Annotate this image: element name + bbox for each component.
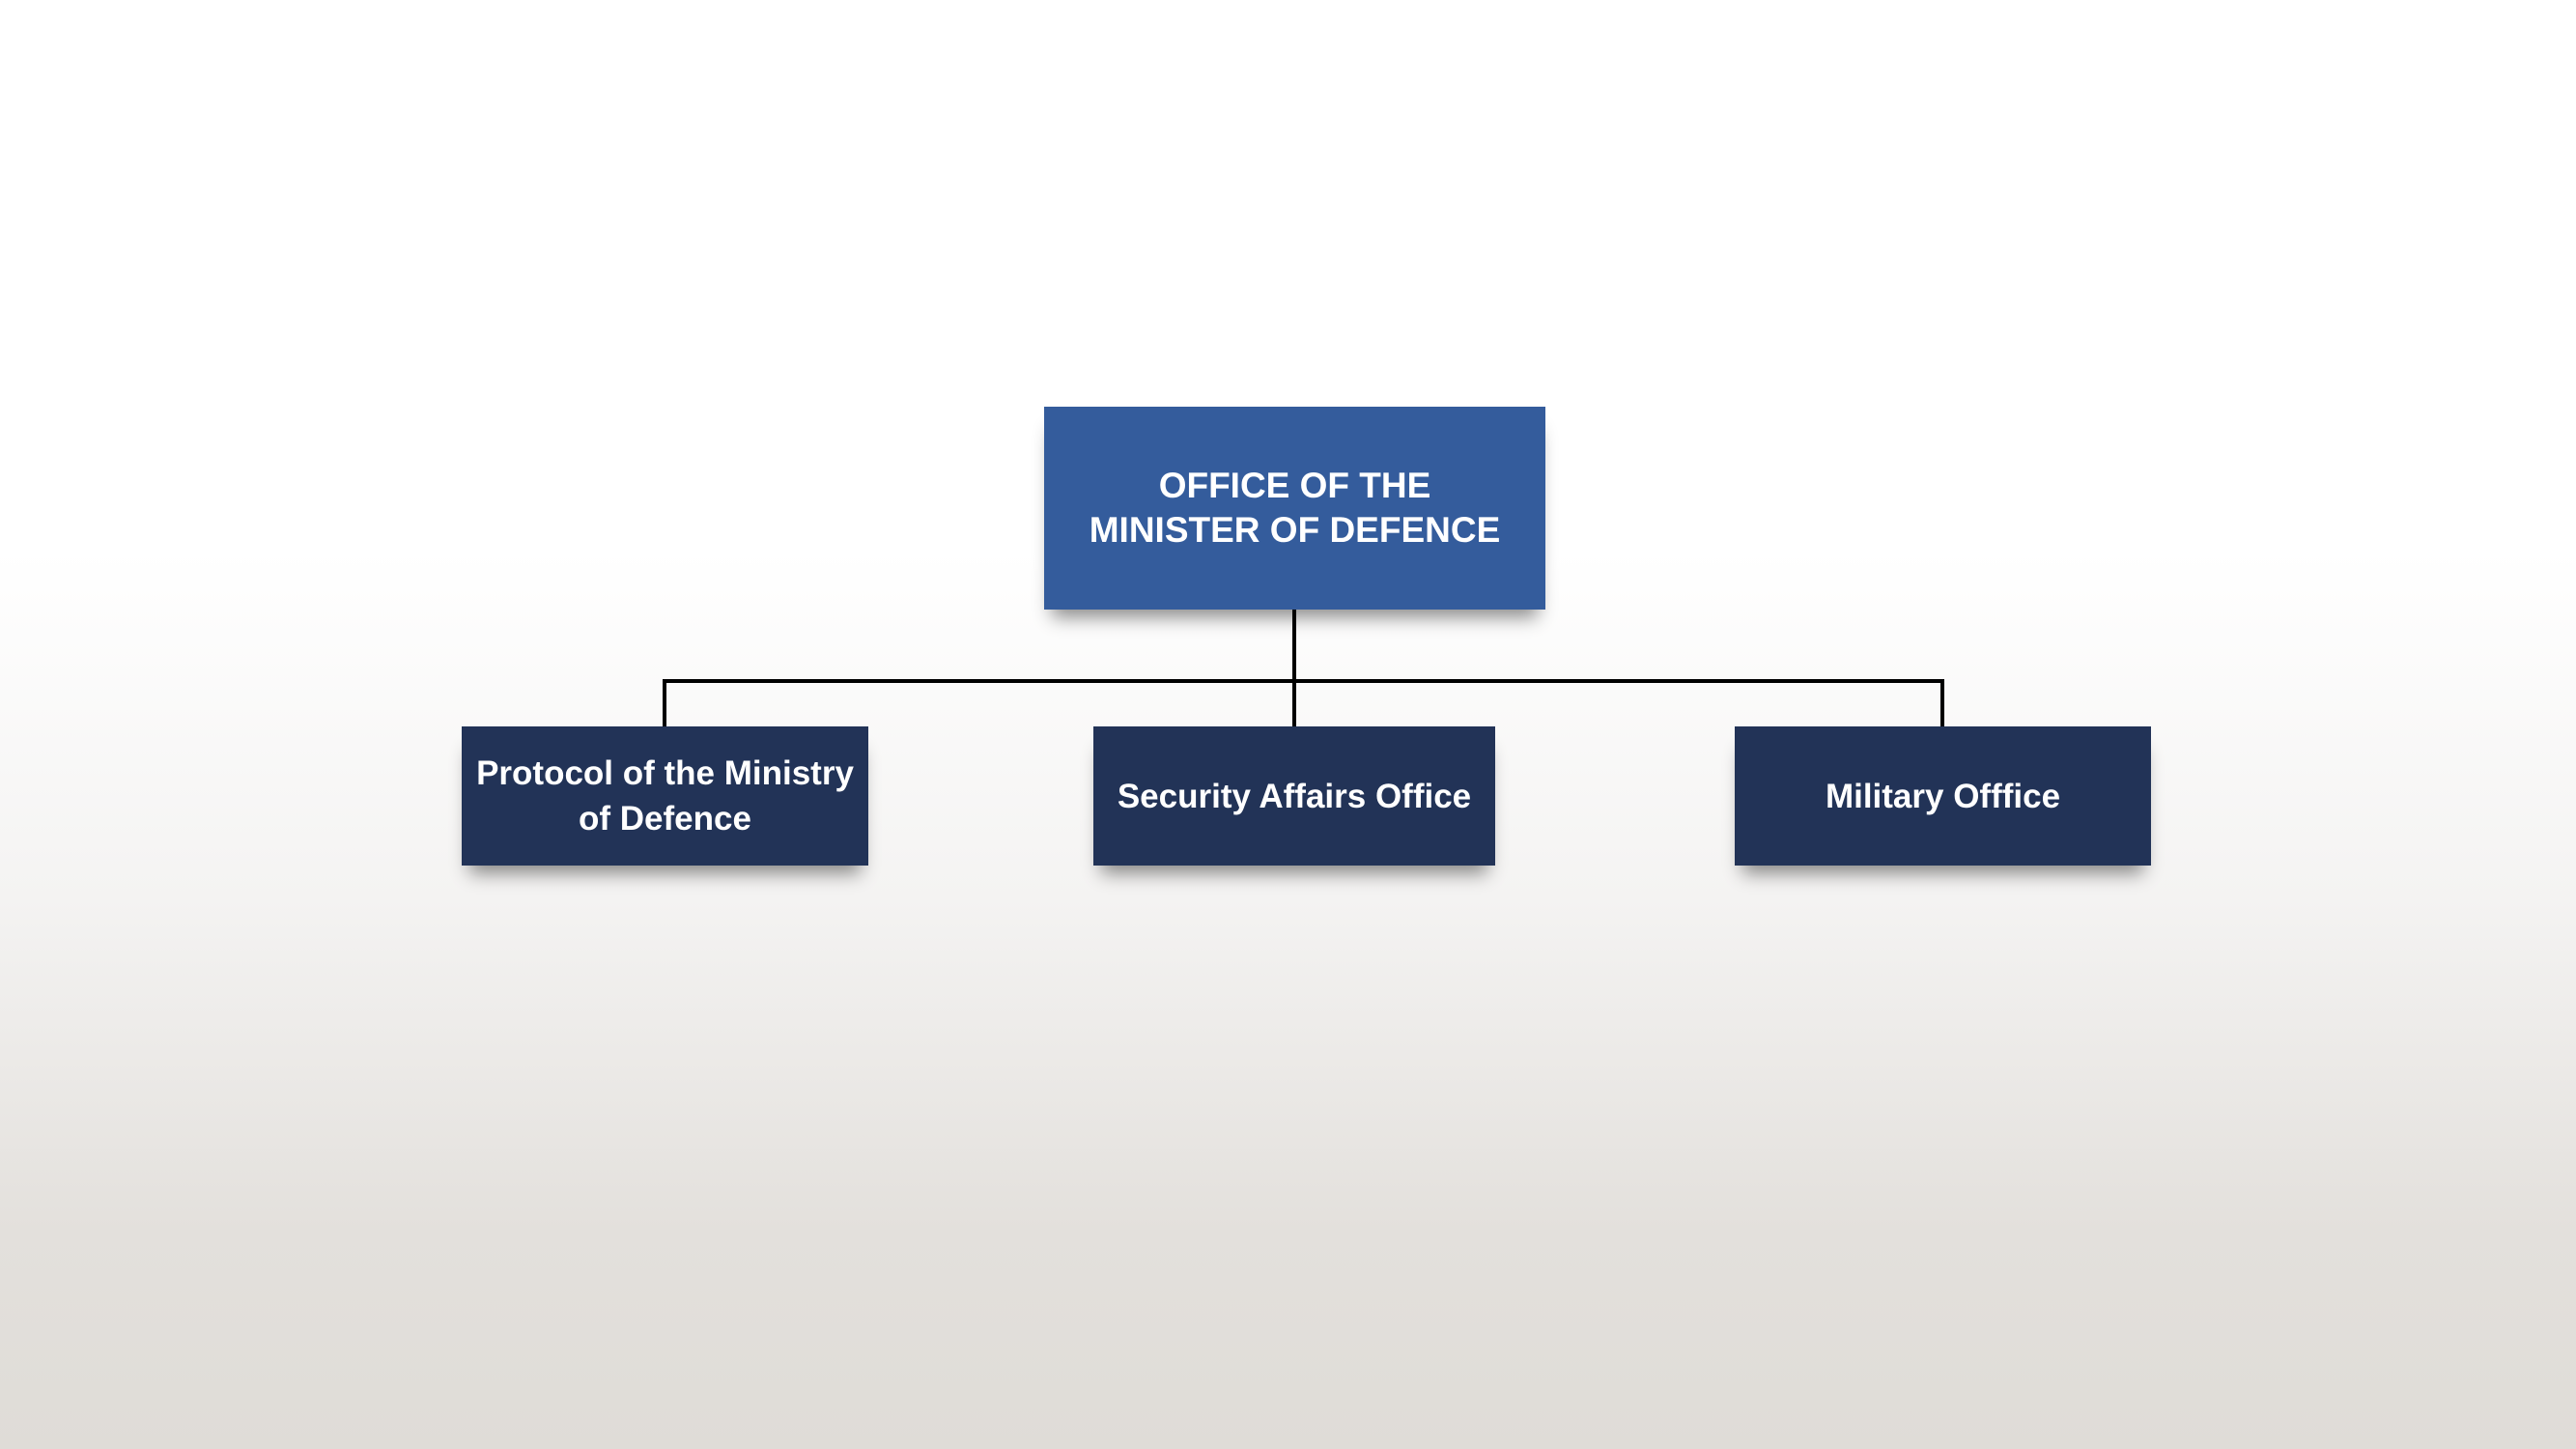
node-military-office[interactable]: Military Offfice: [1735, 726, 2151, 866]
node-security-affairs-office[interactable]: Security Affairs Office: [1093, 726, 1495, 866]
node-label: Security Affairs Office: [1117, 777, 1472, 815]
node-label: Protocol of the Ministry of Defence: [476, 754, 854, 838]
node-label: Military Offfice: [1825, 777, 2061, 815]
node-protocol-of-the-ministry[interactable]: Protocol of the Ministry of Defence: [462, 726, 868, 866]
node-office-of-the-minister[interactable]: OFFICE OF THE MINISTER OF DEFENCE: [1044, 407, 1545, 610]
node-label: OFFICE OF THE MINISTER OF DEFENCE: [1089, 466, 1501, 550]
